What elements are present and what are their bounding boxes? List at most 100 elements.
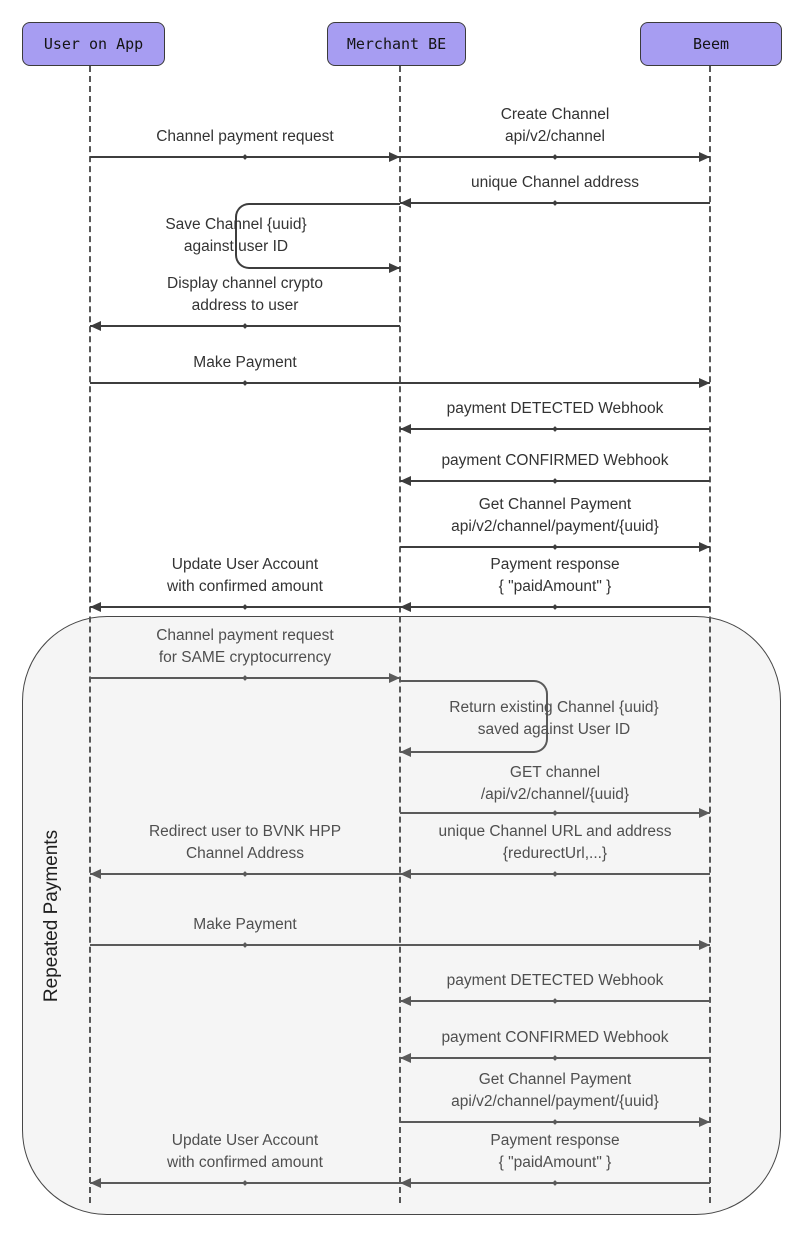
message-payment-response-repeated: Payment response { "paidAmount" } <box>395 1130 715 1174</box>
arrow-make-payment-repeated <box>90 940 710 950</box>
message-payment-response: Payment response { "paidAmount" } <box>395 554 715 598</box>
message-line: address to user <box>191 297 299 314</box>
self-loop-return-existing-channel <box>400 680 548 757</box>
message-line: Save Channel {uuid} <box>165 216 307 233</box>
arrow-unique-channel-address <box>400 198 710 208</box>
lifeline-user-on-app <box>89 66 91 1203</box>
message-save-channel: Save Channel {uuid} against user ID <box>76 214 396 258</box>
actor-user-on-app: User on App <box>22 22 165 66</box>
message-line: Redirect user to BVNK HPP <box>148 823 342 840</box>
actor-beem: Beem <box>640 22 782 66</box>
message-get-channel-payment: Get Channel Payment api/v2/channel/payme… <box>395 494 715 538</box>
arrowhead-icon <box>400 996 411 1006</box>
message-line: Update User Account <box>171 556 319 573</box>
arrow-channel-payment-request-same <box>90 673 400 683</box>
self-loop-save-channel <box>235 203 400 273</box>
actor-beem-label: Beem <box>692 35 730 53</box>
message-line: unique Channel URL and address <box>438 823 672 840</box>
arrowhead-icon <box>389 263 400 273</box>
arrowhead-icon <box>699 808 710 818</box>
arrowhead-icon <box>400 476 411 486</box>
arrowhead-icon <box>699 152 710 162</box>
arrow-make-payment <box>90 378 710 388</box>
message-payment-detected-repeated: payment DETECTED Webhook <box>446 972 664 989</box>
arrowhead-icon <box>400 602 411 612</box>
arrowhead-icon <box>699 940 710 950</box>
arrowhead-icon <box>699 1117 710 1127</box>
message-line: Payment response <box>490 556 620 573</box>
message-line: Create Channel <box>500 106 610 123</box>
arrowhead-icon <box>400 198 411 208</box>
arrow-payment-detected-repeated <box>400 996 710 1006</box>
repeated-payments-group-box <box>22 616 781 1215</box>
message-line: Payment response <box>490 1132 620 1149</box>
arrowhead-icon <box>699 378 710 388</box>
message-line: api/v2/channel/payment/{uuid} <box>451 518 659 535</box>
message-update-user-account-repeated: Update User Account with confirmed amoun… <box>85 1130 405 1174</box>
arrow-get-channel <box>400 808 710 818</box>
actor-merchant-be: Merchant BE <box>327 22 466 66</box>
lifeline-beem <box>709 66 711 1203</box>
repeated-payments-group-label: Repeated Payments <box>41 829 62 1003</box>
message-make-payment-repeated: Make Payment <box>193 916 297 933</box>
arrow-unique-channel-url <box>400 869 710 879</box>
arrowhead-icon <box>400 747 411 757</box>
message-line: Get Channel Payment <box>478 1071 632 1088</box>
message-line: /api/v2/channel/{uuid} <box>480 786 630 803</box>
actor-user-on-app-label: User on App <box>43 35 144 53</box>
message-line: Display channel crypto <box>167 275 323 292</box>
arrow-channel-payment-request <box>90 152 400 162</box>
message-line: against user ID <box>183 238 289 255</box>
message-line: with confirmed amount <box>167 1154 323 1171</box>
message-line: Get Channel Payment <box>478 496 632 513</box>
arrowhead-icon <box>400 1178 411 1188</box>
arrowhead-icon <box>90 602 101 612</box>
arrow-payment-confirmed-repeated <box>400 1053 710 1063</box>
message-line: api/v2/channel <box>505 128 605 145</box>
arrowhead-icon <box>90 1178 101 1188</box>
arrowhead-icon <box>389 152 400 162</box>
arrow-get-channel-payment <box>400 542 710 552</box>
arrowhead-icon <box>389 673 400 683</box>
arrowhead-icon <box>400 424 411 434</box>
message-return-existing-channel: Return existing Channel {uuid} saved aga… <box>394 697 714 741</box>
message-unique-channel-address: unique Channel address <box>470 174 640 191</box>
message-redirect-user-bvnk-hpp: Redirect user to BVNK HPP Channel Addres… <box>85 821 405 865</box>
arrow-update-user-account <box>90 602 400 612</box>
message-line: api/v2/channel/payment/{uuid} <box>451 1093 659 1110</box>
message-line: {redurectUrl,...} <box>502 845 608 862</box>
arrow-payment-confirmed <box>400 476 710 486</box>
message-line: Channel payment request <box>156 627 334 644</box>
message-unique-channel-url: unique Channel URL and address {redurect… <box>395 821 715 865</box>
arrowhead-icon <box>400 1053 411 1063</box>
message-create-channel: Create Channel api/v2/channel <box>395 104 715 148</box>
message-get-channel-payment-repeated: Get Channel Payment api/v2/channel/payme… <box>395 1069 715 1113</box>
message-payment-confirmed: payment CONFIRMED Webhook <box>441 452 669 469</box>
message-line: { "paidAmount" } <box>498 1154 612 1171</box>
arrow-payment-response-repeated <box>400 1178 710 1188</box>
arrow-create-channel <box>400 152 710 162</box>
message-line: GET channel <box>509 764 601 781</box>
arrowhead-icon <box>400 869 411 879</box>
message-payment-detected: payment DETECTED Webhook <box>446 400 664 417</box>
arrow-redirect-user-bvnk-hpp <box>90 869 400 879</box>
message-line: Return existing Channel {uuid} <box>449 699 659 716</box>
message-channel-payment-request: Channel payment request <box>156 128 334 145</box>
message-make-payment: Make Payment <box>193 354 297 371</box>
arrowhead-icon <box>90 321 101 331</box>
arrowhead-icon <box>699 542 710 552</box>
arrow-get-channel-payment-repeated <box>400 1117 710 1127</box>
arrow-display-channel-crypto <box>90 321 400 331</box>
arrow-payment-response <box>400 602 710 612</box>
arrow-update-user-account-repeated <box>90 1178 400 1188</box>
arrow-payment-detected <box>400 424 710 434</box>
message-line: Channel Address <box>185 845 305 862</box>
message-line: for SAME cryptocurrency <box>158 649 332 666</box>
message-update-user-account: Update User Account with confirmed amoun… <box>85 554 405 598</box>
message-line: saved against User ID <box>477 721 631 738</box>
arrowhead-icon <box>90 869 101 879</box>
message-line: Update User Account <box>171 1132 319 1149</box>
message-display-channel-crypto: Display channel crypto address to user <box>85 273 405 317</box>
message-line: with confirmed amount <box>167 578 323 595</box>
